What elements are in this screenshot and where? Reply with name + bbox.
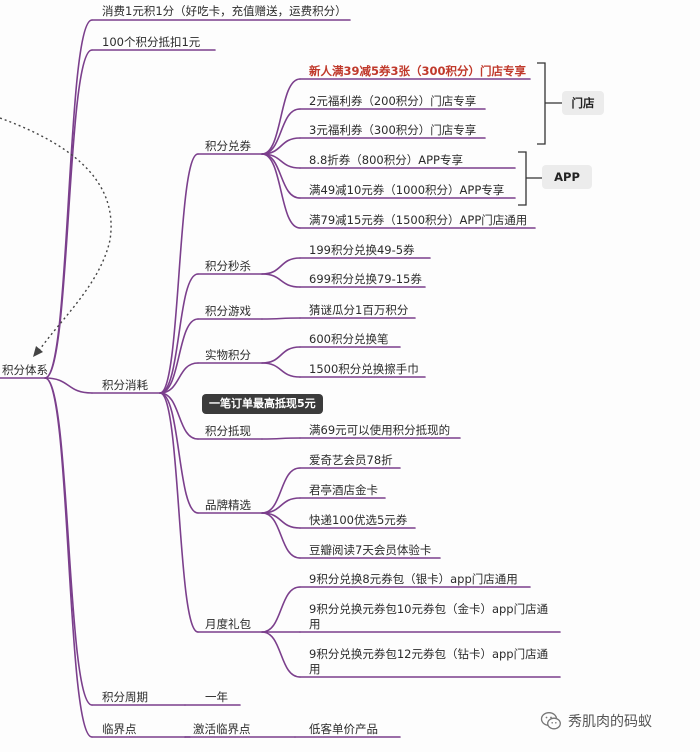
coupon-item[interactable]: 满49减10元券（1000积分）APP专享	[309, 183, 505, 197]
connector-period	[44, 377, 93, 706]
connector-item	[261, 586, 301, 633]
arrowhead-icon	[33, 346, 43, 357]
coupon-item[interactable]: 满79减15元券（1500积分）APP门店通用	[309, 213, 528, 227]
branch-connectors	[0, 19, 561, 738]
game-item[interactable]: 猜谜瓜分1百万积分	[309, 303, 409, 317]
connector-group-6	[159, 392, 199, 514]
connector-item	[261, 257, 301, 275]
period-node[interactable]: 积分周期	[102, 690, 148, 704]
brand-item[interactable]: 君亭酒店金卡	[309, 483, 378, 497]
group-monthly-pack[interactable]: 月度礼包	[205, 617, 251, 631]
group-game[interactable]: 积分游戏	[205, 304, 251, 318]
app-tag: APP	[542, 165, 592, 189]
store-tag: 门店	[562, 91, 604, 115]
physical-item[interactable]: 600积分兑换笔	[309, 332, 389, 346]
connector-group-1	[159, 153, 199, 394]
flash-sale-item[interactable]: 699积分兑换79-15券	[309, 272, 422, 286]
connector-item	[261, 467, 301, 514]
brand-item[interactable]: 豆瓣阅读7天会员体验卡	[309, 543, 432, 557]
connector-item	[261, 631, 301, 678]
bracket	[537, 62, 562, 145]
monthly-pack-item[interactable]: 9积分兑换8元券包（银卡）app门店通用	[309, 572, 518, 586]
connector-group-2	[159, 273, 199, 394]
rule-earn[interactable]: 消费1元积1分（好吃卡，充值赠送，运费积分）	[102, 4, 347, 18]
brand-item[interactable]: 爱奇艺会员78折	[309, 453, 393, 467]
coupon-item[interactable]: 8.8折券（800积分）APP专享	[309, 153, 463, 167]
connector-item	[261, 317, 301, 320]
group-cash-offset[interactable]: 积分抵现	[205, 424, 251, 438]
connector-group-5	[159, 392, 199, 440]
connector-item	[261, 78, 301, 155]
watermark: 秀肌肉的码蚁	[540, 708, 652, 734]
cash-offset-callout: 一笔订单最高抵现5元	[202, 394, 323, 414]
coupon-item[interactable]: 新人满39减5券3张（300积分）门店专享	[309, 64, 527, 78]
connector-item	[261, 437, 301, 440]
monthly-pack-item[interactable]: 9积分兑换元券包10元券包（金卡）app门店通用	[309, 602, 549, 631]
rule-deduct[interactable]: 100个积分抵扣1元	[102, 35, 201, 49]
group-physical[interactable]: 实物积分	[205, 348, 251, 362]
cash-offset-item[interactable]: 满69元可以使用积分抵现的	[309, 423, 451, 437]
connector-item	[261, 273, 301, 288]
monthly-pack-item[interactable]: 9积分兑换元券包12元券包（钻卡）app门店通用	[309, 647, 549, 676]
physical-item[interactable]: 1500积分兑换擦手巾	[309, 362, 419, 376]
period-value[interactable]: 一年	[205, 690, 228, 704]
connector-consume	[44, 377, 93, 394]
group-flash-sale[interactable]: 积分秒杀	[205, 259, 251, 273]
flash-sale-item[interactable]: 199积分兑换49-5券	[309, 243, 415, 257]
connector-item	[261, 153, 301, 229]
coupon-item[interactable]: 3元福利券（300积分）门店专享	[309, 123, 477, 137]
watermark-text: 秀肌肉的码蚁	[568, 714, 652, 730]
critical-value[interactable]: 低客单价产品	[309, 722, 378, 736]
connector-item	[261, 346, 301, 364]
wechat-icon	[540, 712, 561, 730]
connector-t2	[44, 49, 93, 379]
bracket	[518, 151, 542, 206]
connector-group-7	[159, 392, 199, 633]
critical-activate[interactable]: 激活临界点	[193, 722, 251, 736]
brand-item[interactable]: 快递100优选5元券	[309, 513, 408, 527]
consume-node[interactable]: 积分消耗	[102, 378, 148, 392]
root-node[interactable]: 积分体系	[2, 363, 48, 377]
dotted-arrow-line	[0, 117, 112, 353]
group-coupon-exchange[interactable]: 积分兑券	[205, 139, 251, 153]
coupon-item[interactable]: 2元福利券（200积分）门店专享	[309, 94, 477, 108]
connector-t1	[44, 19, 93, 379]
dotted-arrow	[0, 117, 112, 357]
connector-item	[261, 512, 301, 559]
group-brackets	[518, 62, 562, 206]
group-brand-pick[interactable]: 品牌精选	[205, 498, 251, 512]
connector-item	[261, 362, 301, 378]
connector-crit	[44, 377, 93, 738]
critical-node[interactable]: 临界点	[102, 722, 137, 736]
connector-group-4	[159, 362, 199, 394]
connector-group-3	[159, 318, 199, 394]
